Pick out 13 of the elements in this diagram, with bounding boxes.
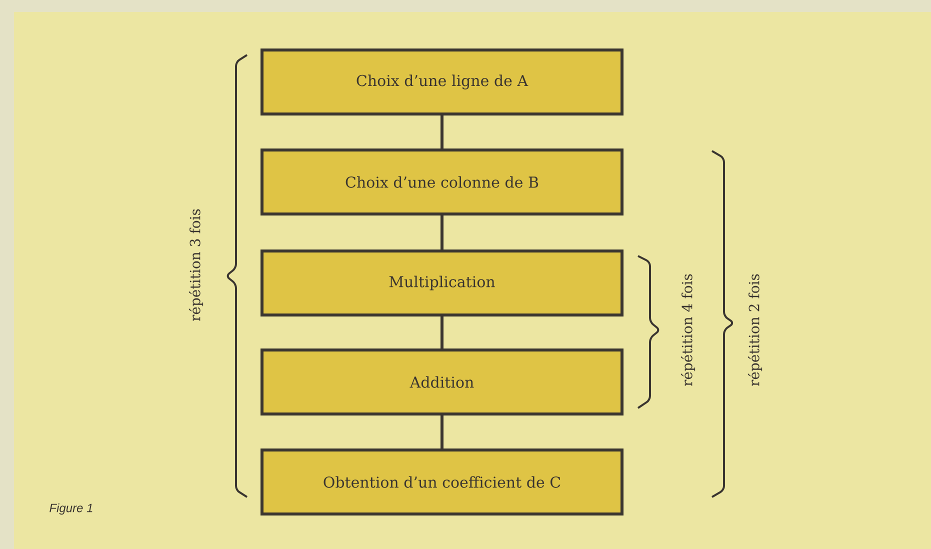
process-box: Multiplication (260, 250, 624, 316)
process-box: Addition (260, 348, 624, 416)
connector-line (440, 416, 444, 448)
process-box: Choix d’une colonne de B (260, 148, 624, 216)
figure-caption: Figure 1 (50, 503, 92, 515)
process-box: Choix d’une ligne de A (260, 48, 624, 116)
bracket-label: répétition 3 fois (188, 209, 204, 321)
bracket-label: répétition 4 fois (680, 274, 696, 386)
connector-line (440, 116, 444, 148)
connector-line (440, 216, 444, 250)
connector-line (440, 316, 444, 348)
process-box: Obtention d’un coefficient de C (260, 448, 624, 516)
bracket-label: répétition 2 fois (748, 274, 762, 386)
